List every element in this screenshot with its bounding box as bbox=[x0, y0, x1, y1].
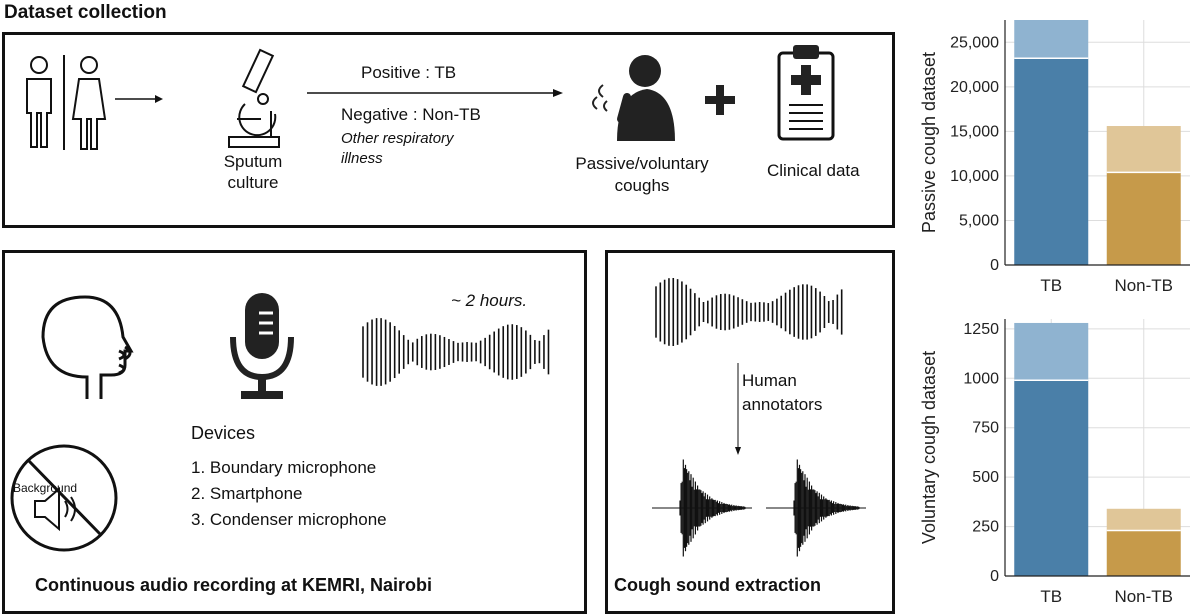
bar-non-tb-base bbox=[1106, 172, 1181, 265]
arrow-icon bbox=[115, 95, 163, 103]
bar-tb-base bbox=[1014, 58, 1089, 266]
clipboard-icon bbox=[777, 45, 835, 141]
down-arrow-icon bbox=[735, 363, 741, 455]
no-background-noise-icon bbox=[10, 444, 118, 552]
culture-label: culture bbox=[227, 173, 279, 192]
y-axis-label: Voluntary cough dataset bbox=[919, 351, 939, 544]
microphone-icon bbox=[230, 293, 294, 399]
y-tick-label: 15,000 bbox=[950, 123, 999, 140]
device-item-boundary: 1. Boundary microphone bbox=[191, 458, 377, 477]
bar-non-tb-base bbox=[1106, 530, 1181, 576]
y-tick-label: 10,000 bbox=[950, 168, 999, 185]
y-axis-label: Passive cough dataset bbox=[919, 52, 939, 233]
x-tick-label: Non-TB bbox=[1114, 276, 1173, 295]
sputum-label: Sputum bbox=[223, 152, 283, 171]
annotators-label-line2: annotators bbox=[742, 395, 823, 414]
y-tick-label: 0 bbox=[990, 568, 999, 585]
microscope-icon bbox=[228, 48, 280, 148]
y-tick-label: 500 bbox=[972, 469, 999, 486]
speaking-head-icon bbox=[41, 295, 134, 399]
device-item-smartphone: 2. Smartphone bbox=[191, 484, 303, 503]
annotators-label-line1: Human bbox=[742, 371, 797, 390]
x-tick-label: Non-TB bbox=[1114, 587, 1173, 606]
patients-icon bbox=[26, 55, 107, 150]
bar-non-tb-extra bbox=[1106, 508, 1181, 531]
y-tick-label: 5,000 bbox=[959, 212, 999, 229]
flow-arrow bbox=[307, 89, 563, 97]
y-tick-label: 250 bbox=[972, 519, 999, 536]
y-tick-label: 750 bbox=[972, 420, 999, 437]
background-label: Background bbox=[13, 481, 78, 495]
clinical-data-label: Clinical data bbox=[767, 161, 860, 180]
bar-tb-extra bbox=[1014, 20, 1089, 59]
devices-heading: Devices bbox=[191, 423, 256, 443]
coughs-label-line1: Passive/voluntary bbox=[575, 154, 709, 173]
device-item-condenser: 3. Condenser microphone bbox=[191, 510, 387, 529]
devices-list: 1. Boundary microphone 2. Smartphone 3. … bbox=[191, 455, 387, 533]
bar-tb-extra bbox=[1014, 322, 1089, 381]
coughing-person-icon bbox=[592, 55, 675, 141]
cough-sound-waveform-icon bbox=[766, 459, 866, 557]
recording-panel: ~ 2 hours. Devices 1. Boundary microphon… bbox=[2, 250, 587, 614]
extraction-panel: Human annotators Cough sound extraction bbox=[605, 250, 895, 614]
y-tick-label: 1250 bbox=[963, 321, 999, 338]
y-tick-label: 0 bbox=[990, 257, 999, 274]
figure-heading: Dataset collection bbox=[4, 2, 167, 23]
cough-sound-waveform-icon bbox=[652, 459, 752, 557]
negative-label: Negative : Non-TB bbox=[341, 105, 481, 124]
other-respiratory-label: Other respiratory bbox=[341, 130, 454, 147]
waveform-icon bbox=[362, 318, 550, 386]
bar-non-tb-extra bbox=[1106, 126, 1181, 173]
bar-tb-base bbox=[1014, 380, 1089, 576]
x-tick-label: TB bbox=[1040, 276, 1062, 295]
duration-label: ~ 2 hours. bbox=[451, 291, 528, 310]
coughs-label-line2: coughs bbox=[614, 176, 670, 195]
illness-label: illness bbox=[341, 150, 383, 167]
x-tick-label: TB bbox=[1040, 587, 1062, 606]
waveform-icon bbox=[655, 278, 843, 346]
y-tick-label: 20,000 bbox=[950, 79, 999, 96]
collection-panel: Sputum culture Positive : TB Negative : … bbox=[2, 32, 895, 228]
y-tick-label: 1000 bbox=[963, 370, 999, 387]
positive-label: Positive : TB bbox=[361, 63, 457, 82]
recording-caption: Continuous audio recording at KEMRI, Nai… bbox=[35, 575, 433, 595]
extraction-caption: Cough sound extraction bbox=[614, 575, 821, 595]
y-tick-label: 25,000 bbox=[950, 34, 999, 51]
plus-icon bbox=[705, 85, 735, 115]
